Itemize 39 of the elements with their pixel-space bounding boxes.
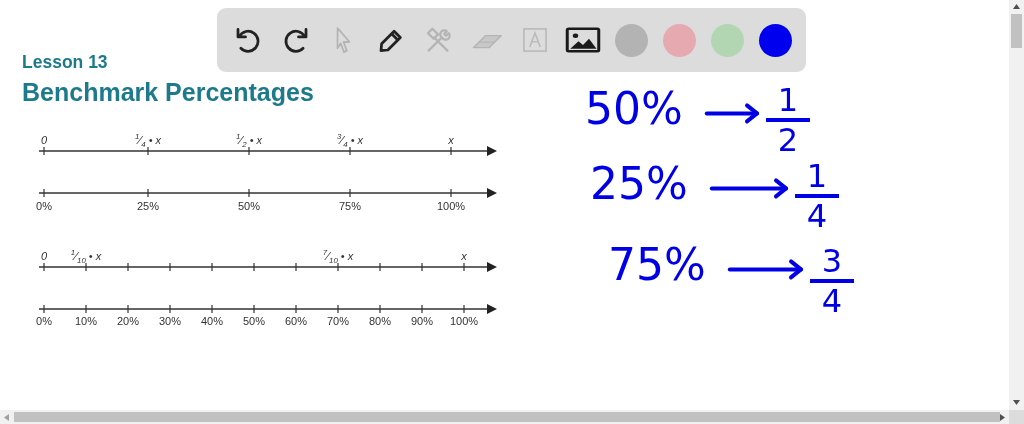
lesson-number: Lesson 13 (22, 52, 108, 73)
percent-label: 30% (159, 315, 181, 328)
denominator: 4 (806, 200, 828, 232)
number-line-label: $^{3}$⁄$_{4}$ • x (336, 134, 364, 147)
percent-label: 70% (327, 315, 349, 328)
percent-label: 50% (238, 200, 260, 213)
arrow (709, 178, 788, 199)
handwritten-number: 75% (608, 243, 706, 287)
percent-label: 40% (201, 315, 223, 328)
number-line-label: 0 (40, 134, 48, 147)
percent-label: 0% (36, 315, 52, 328)
number-line-label: $^{7}$⁄$_{10}$ • x (322, 250, 354, 263)
number-line-label: $^{1}$⁄$_{4}$ • x (134, 134, 162, 147)
percent-label: 0% (36, 200, 52, 213)
percent-label: 25% (137, 200, 159, 213)
percent-label: 50% (243, 315, 265, 328)
percent-label: 60% (285, 315, 307, 328)
percent-label: 80% (369, 315, 391, 328)
number-line-label: x (448, 134, 454, 147)
arrow (704, 103, 759, 124)
percent-label: 100% (436, 200, 466, 213)
percent-label: 75% (339, 200, 361, 213)
denominator: 4 (821, 285, 843, 317)
percent-label: 10% (75, 315, 97, 328)
number-line-label: $^{1}$⁄$_{2}$ • x (235, 134, 263, 147)
number-line-label: 0 (40, 250, 48, 263)
numerator: 3 (821, 245, 843, 277)
title: Benchmark Percentages (22, 78, 314, 107)
arrow (727, 259, 803, 280)
number-line-label: x (461, 250, 467, 263)
numerator: 1 (806, 160, 828, 192)
denominator: 2 (777, 124, 799, 156)
handwritten-number: 50% (585, 87, 683, 131)
numerator: 1 (777, 84, 799, 116)
number-line-label: $^{1}$⁄$_{10}$ • x (70, 250, 102, 263)
percent-label: 20% (117, 315, 139, 328)
percent-label: 100% (449, 315, 479, 328)
percent-label: 90% (411, 315, 433, 328)
handwritten-number: 25% (590, 162, 688, 206)
